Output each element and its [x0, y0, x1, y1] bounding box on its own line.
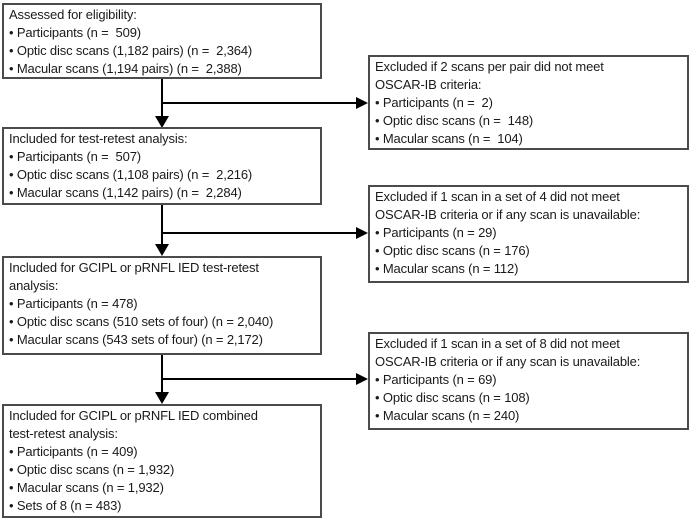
box-item: • Participants (n = 478)	[9, 296, 138, 311]
box-item: • Macular scans (n = 112)	[375, 261, 519, 276]
box-title: Included for GCIPL or pRNFL IED combined…	[9, 408, 258, 441]
arrow-right-head-1	[356, 97, 368, 109]
box-title: Included for GCIPL or pRNFL IED test-ret…	[9, 260, 259, 293]
box-item: • Participants (n = 29)	[375, 225, 497, 240]
box-item: • Optic disc scans (1,182 pairs) (n = 2,…	[9, 43, 253, 58]
box-item: • Optic disc scans (1,108 pairs) (n = 2,…	[9, 167, 253, 182]
box-item: • Sets of 8 (n = 483)	[9, 498, 122, 513]
box-item: • Participants (n = 2)	[375, 95, 493, 110]
box-item: • Macular scans (1,194 pairs) (n = 2,388…	[9, 61, 242, 76]
box-included-ied-test-retest: Included for GCIPL or pRNFL IED test-ret…	[2, 256, 322, 355]
box-item: • Participants (n = 69)	[375, 372, 497, 387]
box-included-ied-combined: Included for GCIPL or pRNFL IED combined…	[2, 404, 322, 518]
arrow-right-head-3	[356, 373, 368, 385]
box-item: • Optic disc scans (n = 108)	[375, 390, 530, 405]
arrow-down-head-2	[155, 244, 169, 256]
box-item: • Participants (n = 509)	[9, 25, 141, 40]
box-excluded-set-of-8: Excluded if 1 scan in a set of 8 did not…	[368, 332, 689, 430]
box-excluded-set-of-4: Excluded if 1 scan in a set of 4 did not…	[368, 185, 689, 283]
box-item: • Optic disc scans (n = 1,932)	[9, 462, 175, 477]
box-title: Excluded if 2 scans per pair did not mee…	[375, 59, 604, 92]
box-item: • Participants (n = 507)	[9, 149, 141, 164]
box-item: • Macular scans (n = 104)	[375, 131, 523, 146]
box-assessed-eligibility: Assessed for eligibility: • Participants…	[2, 3, 322, 79]
arrow-down-head-3	[155, 392, 169, 404]
box-item: • Macular scans (543 sets of four) (n = …	[9, 332, 263, 347]
box-included-test-retest: Included for test-retest analysis: • Par…	[2, 127, 322, 205]
box-item: • Optic disc scans (510 sets of four) (n…	[9, 314, 274, 329]
box-title: Assessed for eligibility:	[9, 7, 137, 22]
box-title: Excluded if 1 scan in a set of 8 did not…	[375, 336, 641, 369]
box-item: • Optic disc scans (n = 176)	[375, 243, 530, 258]
box-item: • Optic disc scans (n = 148)	[375, 113, 534, 128]
box-item: • Macular scans (n = 1,932)	[9, 480, 164, 495]
box-title: Excluded if 1 scan in a set of 4 did not…	[375, 189, 641, 222]
box-item: • Macular scans (n = 240)	[375, 408, 520, 423]
arrow-right-head-2	[356, 227, 368, 239]
box-title: Included for test-retest analysis:	[9, 131, 188, 146]
box-item: • Participants (n = 409)	[9, 444, 138, 459]
box-item: • Macular scans (1,142 pairs) (n = 2,284…	[9, 185, 242, 200]
box-excluded-pair: Excluded if 2 scans per pair did not mee…	[368, 55, 689, 150]
